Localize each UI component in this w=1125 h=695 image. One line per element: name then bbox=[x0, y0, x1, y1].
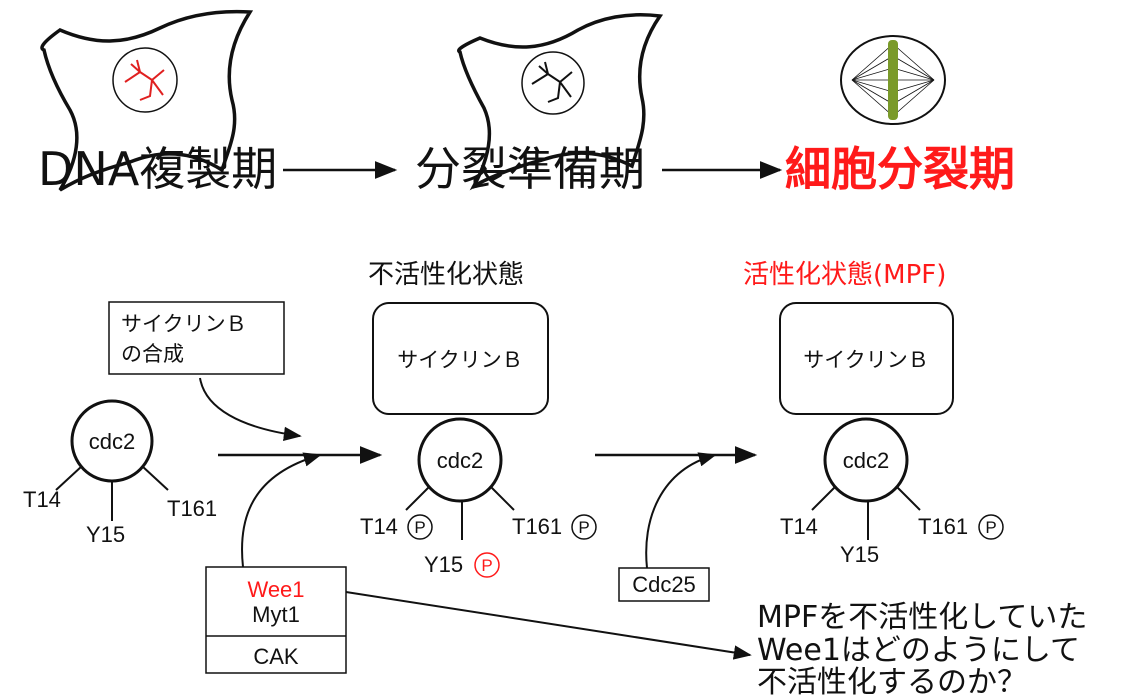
question-text: MPFを不活性化していた Wee1はどのようにして 不活性化するのか？ bbox=[757, 600, 1087, 695]
question-line2: Wee1はどのようにして bbox=[757, 633, 1080, 668]
phase-cell-division: 細胞分裂期 bbox=[785, 142, 1015, 196]
arrow-to-question bbox=[345, 591, 752, 660]
y15-free: Y15 bbox=[86, 522, 125, 547]
t14-inactive: T14 bbox=[360, 514, 398, 539]
phospho-t161-active-label: P bbox=[985, 518, 996, 537]
phospho-t161-active bbox=[978, 514, 1004, 540]
inactive-complex: サイクリンＢ cdc2 T14 P Y15 P T161 P bbox=[360, 302, 597, 578]
phospho-t14-inactive-label: P bbox=[414, 518, 425, 537]
t14-free: T14 bbox=[23, 487, 61, 512]
cdc2-label-free: cdc2 bbox=[89, 429, 135, 454]
arrow-synthesis-to-complex bbox=[199, 377, 302, 441]
cyclin-b-label-inactive: サイクリンＢ bbox=[397, 348, 523, 372]
y15-active: Y15 bbox=[840, 542, 879, 567]
cdc2-label-active: cdc2 bbox=[843, 448, 889, 473]
t161-active: T161 bbox=[918, 514, 968, 539]
state-inactive-heading: 不活性化状態 bbox=[368, 260, 524, 290]
phase-pre-division: 分裂準備期 bbox=[415, 142, 645, 196]
state-active-heading: 活性化状態(MPF) bbox=[743, 260, 946, 290]
phospho-t14-inactive bbox=[407, 514, 433, 540]
cdc2-label-inactive: cdc2 bbox=[437, 448, 483, 473]
active-complex-mpf: サイクリンＢ cdc2 T14 Y15 T161 P bbox=[779, 302, 1004, 567]
phospho-y15-inactive bbox=[474, 552, 500, 578]
phase-dna-replication: DNA複製期 bbox=[38, 142, 277, 196]
t161-inactive: T161 bbox=[512, 514, 562, 539]
y15-inactive: Y15 bbox=[424, 552, 463, 577]
t161-free: T161 bbox=[167, 496, 217, 521]
cyclin-synthesis-box: サイクリンＢ の合成 bbox=[108, 301, 285, 375]
cell-pre-division-icon bbox=[457, 13, 664, 191]
cell-dna-replication-icon bbox=[40, 9, 254, 192]
free-cdc2: cdc2 T14 Y15 T161 bbox=[23, 399, 217, 547]
question-line1: MPFを不活性化していた bbox=[757, 600, 1087, 635]
phospho-y15-inactive-label: P bbox=[481, 556, 492, 575]
cell-mitosis-spindle-icon bbox=[840, 35, 946, 125]
myt1-label: Myt1 bbox=[252, 602, 300, 627]
cak-label: CAK bbox=[253, 644, 299, 669]
cyclin-b-label-active: サイクリンＢ bbox=[803, 348, 929, 372]
question-line3: 不活性化するのか？ bbox=[757, 665, 1027, 695]
cdc25-label: Cdc25 bbox=[632, 572, 696, 597]
phospho-t161-inactive-label: P bbox=[578, 518, 589, 537]
synthesis-label-line2: の合成 bbox=[121, 342, 184, 366]
arrow-cdc25-to-transition bbox=[645, 452, 717, 569]
synthesis-label-line1: サイクリンＢ bbox=[121, 312, 247, 336]
cdc25-box: Cdc25 bbox=[618, 567, 710, 602]
t14-active: T14 bbox=[780, 514, 818, 539]
wee1-label: Wee1 bbox=[247, 577, 304, 602]
arrow-kinases-to-complex bbox=[241, 452, 322, 568]
kinase-box: Wee1 Myt1 CAK bbox=[205, 566, 347, 674]
phospho-t161-inactive bbox=[571, 514, 597, 540]
